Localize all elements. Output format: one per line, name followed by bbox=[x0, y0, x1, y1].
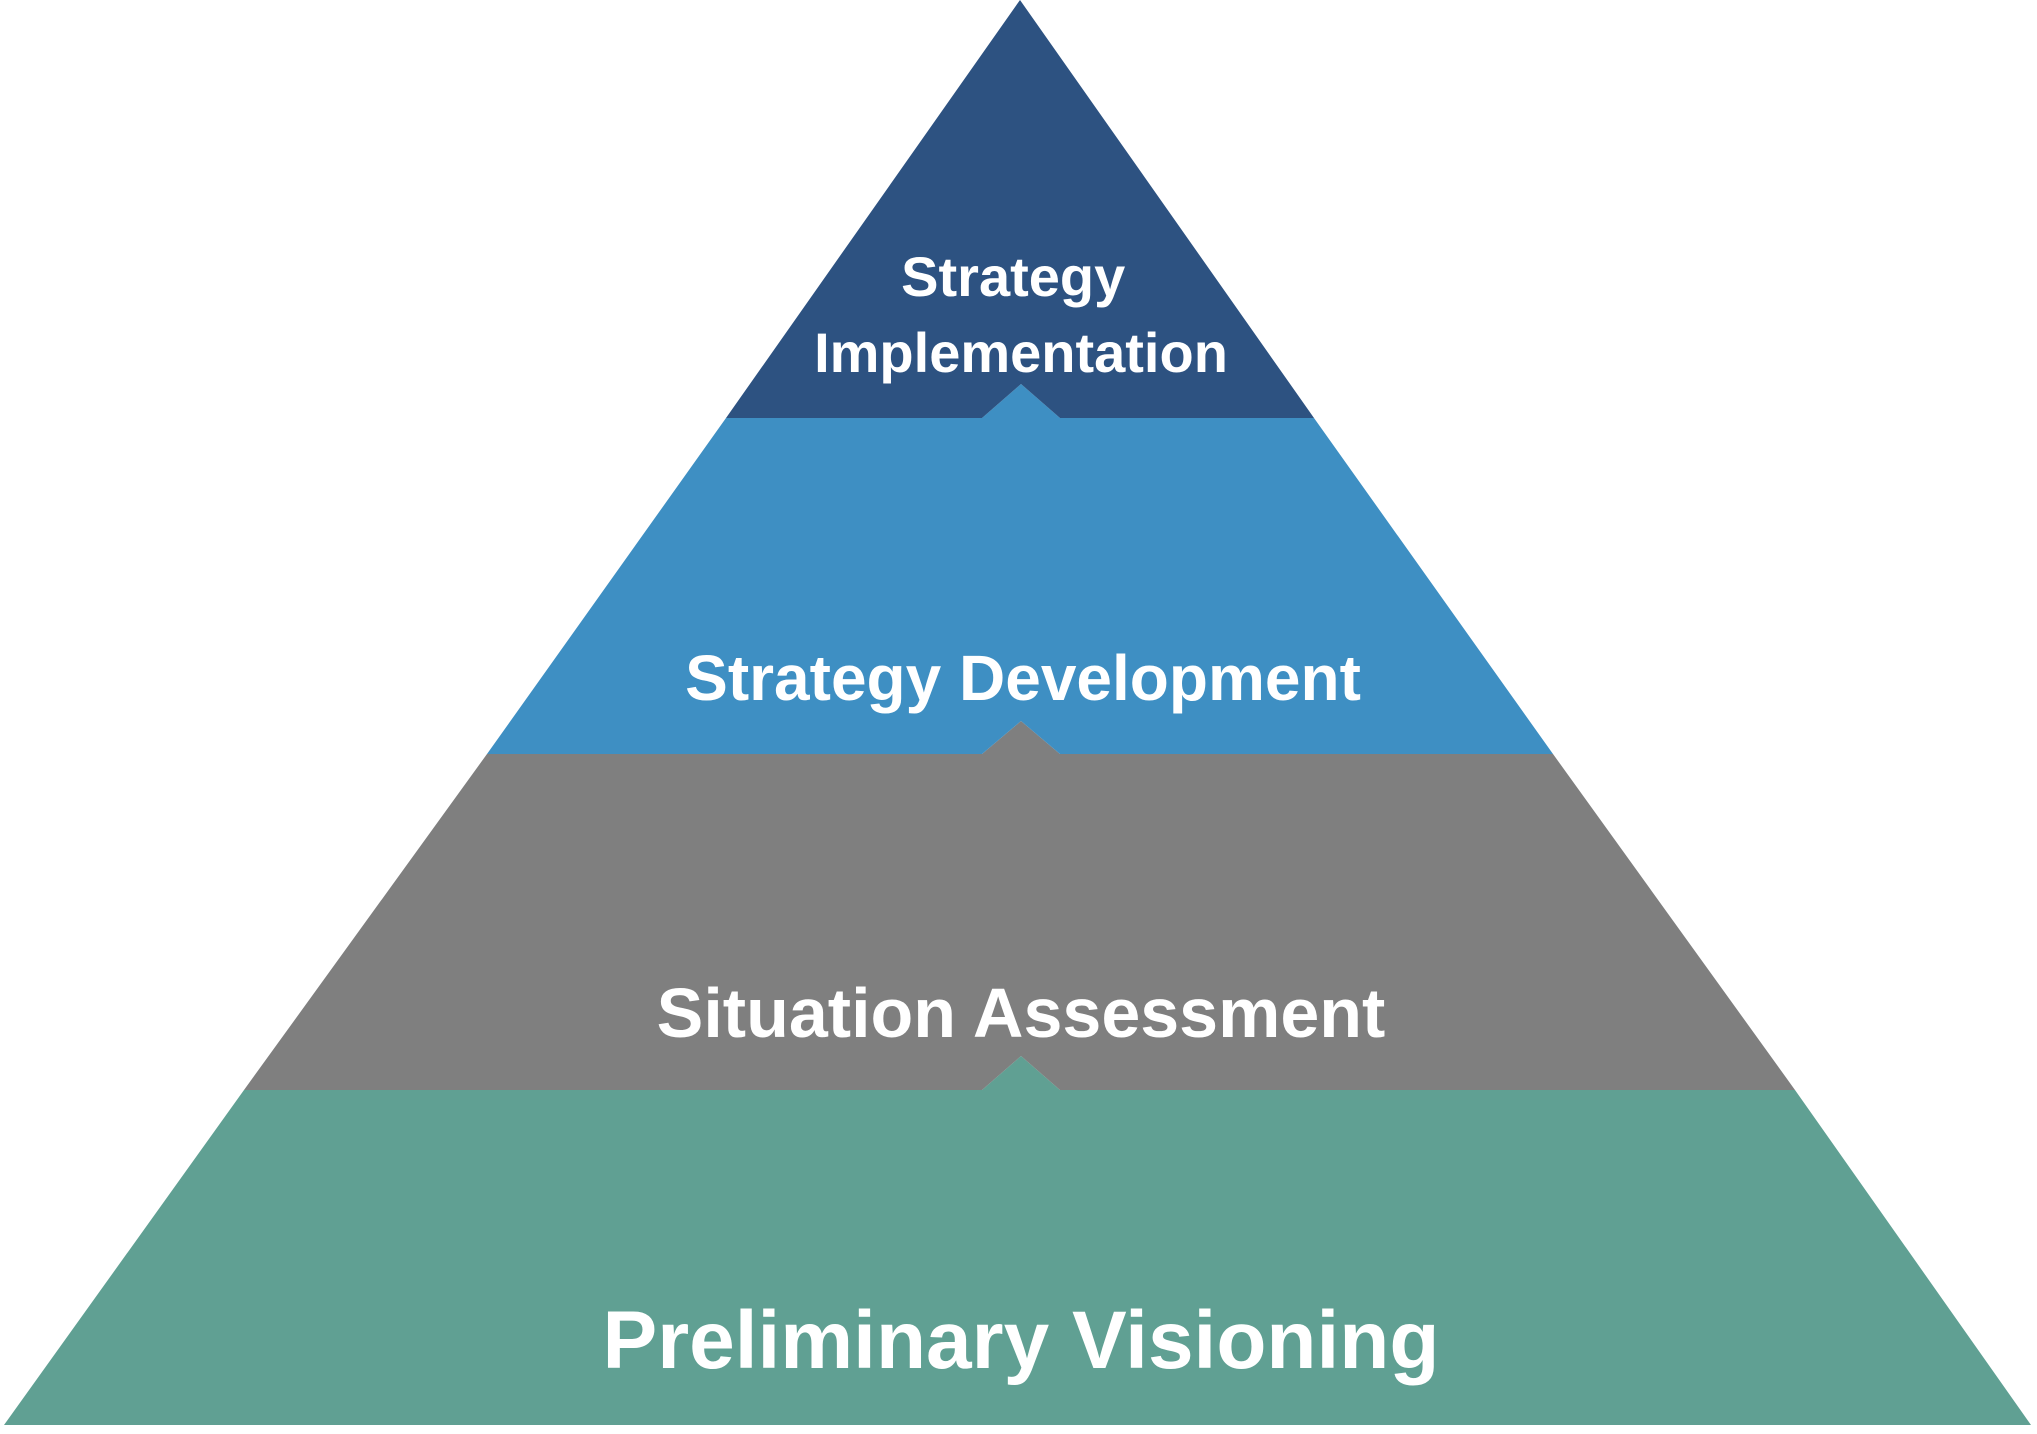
tier-label-line: Implementation bbox=[814, 321, 1228, 384]
tier-strategy-development-label: Strategy Development bbox=[685, 642, 1361, 714]
tier-preliminary-visioning-shape bbox=[4, 1056, 2031, 1425]
tier-strategy-implementation-label: Strategy Implementation bbox=[814, 245, 1228, 384]
tier-situation-assessment-label: Situation Assessment bbox=[657, 974, 1386, 1052]
tier-strategy-implementation-shape bbox=[726, 0, 1314, 418]
tier-preliminary-visioning-label: Preliminary Visioning bbox=[603, 1295, 1440, 1386]
tier-label-line: Strategy bbox=[901, 245, 1125, 308]
tier-situation-assessment-shape bbox=[244, 721, 1795, 1090]
tier-strategy-development-shape bbox=[487, 384, 1553, 754]
